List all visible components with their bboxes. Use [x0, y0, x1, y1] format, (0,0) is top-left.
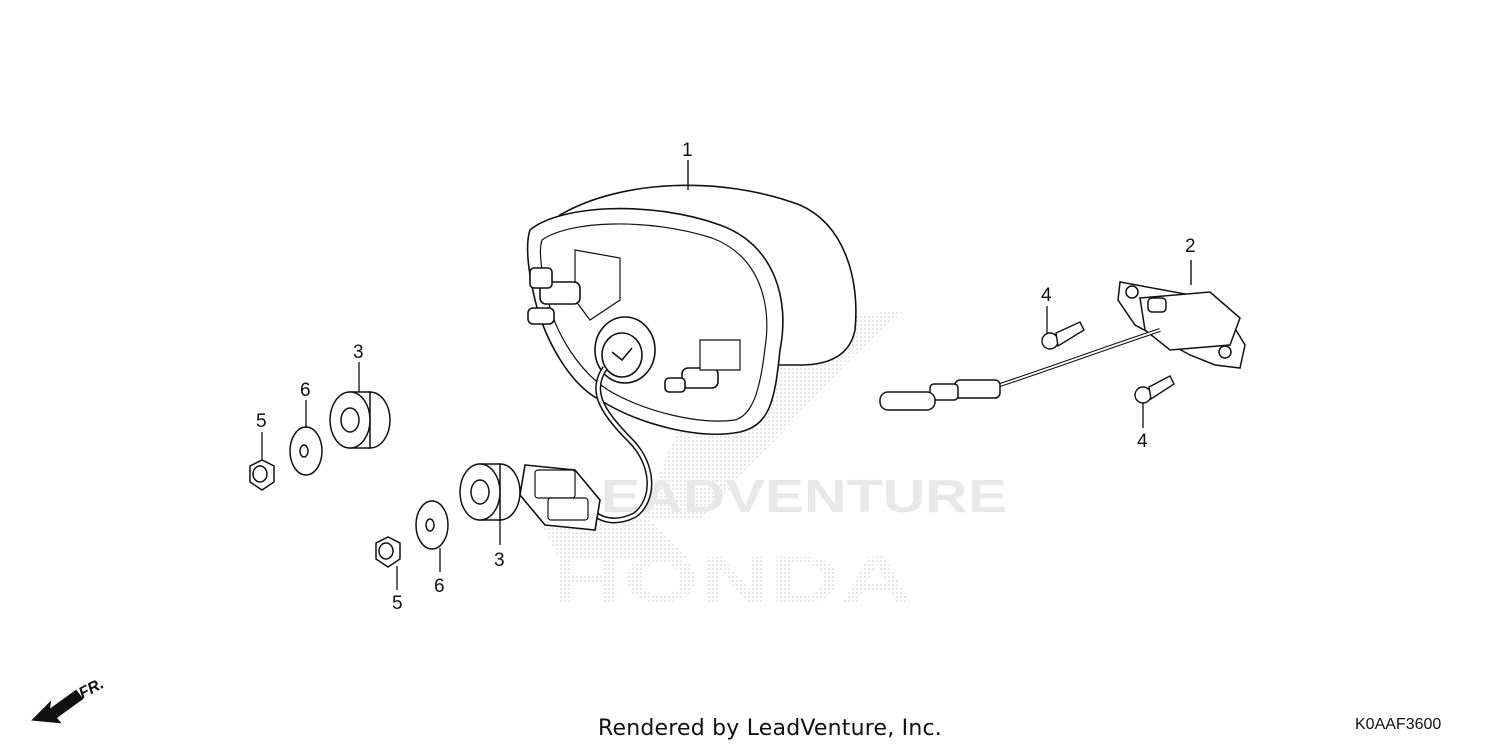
- taillight-assembly: [519, 184, 857, 531]
- callout-3-lower: 3: [494, 550, 505, 571]
- grommet-lower: [459, 463, 521, 521]
- callout-1: 1: [682, 140, 693, 161]
- watermark-honda: HONDA: [552, 542, 912, 616]
- diagram-code: K0AAF3600: [1355, 716, 1442, 733]
- callout-6-upper: 6: [300, 380, 311, 401]
- washer-lower: [415, 500, 449, 550]
- watermark: LEADVENTURE HONDA: [540, 310, 1007, 616]
- callout-4-upper: 4: [1041, 285, 1052, 306]
- grommet-upper: [329, 391, 391, 449]
- footer-credit: Rendered by LeadVenture, Inc.: [598, 716, 942, 741]
- nut-lower: [375, 536, 401, 568]
- callout-5-upper: 5: [256, 411, 267, 432]
- front-arrow-icon: FR.: [31, 675, 107, 724]
- callout-4-lower: 4: [1137, 431, 1148, 452]
- washer-upper: [289, 426, 323, 476]
- callout-2: 2: [1185, 236, 1196, 257]
- callout-3-upper: 3: [353, 342, 364, 363]
- callout-6-lower: 6: [434, 576, 445, 597]
- screw-lower: [1134, 375, 1175, 404]
- license-light: [879, 281, 1246, 411]
- nut-upper: [249, 459, 275, 491]
- callout-5-lower: 5: [392, 593, 403, 614]
- screw-upper: [1041, 321, 1085, 350]
